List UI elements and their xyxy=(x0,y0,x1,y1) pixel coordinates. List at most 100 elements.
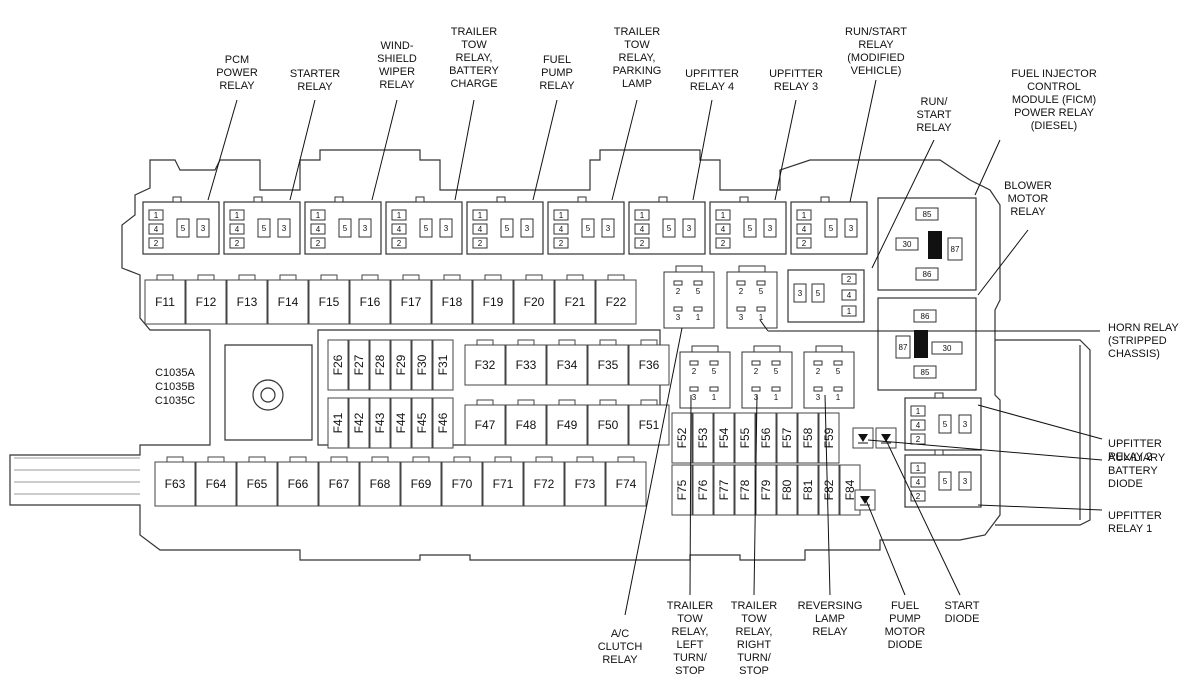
fuse-f67: F67 xyxy=(318,456,360,507)
housing-side-tab xyxy=(995,339,1091,526)
relay-tab xyxy=(172,196,182,203)
fuse-slot xyxy=(154,461,196,507)
fuse-label: F71 xyxy=(493,477,514,491)
fuse-slot xyxy=(587,404,629,446)
fuse-f41: F41 xyxy=(327,397,349,449)
fuse-f32: F32 xyxy=(464,339,506,386)
fuse-clip xyxy=(402,274,420,281)
top-labels-line: RELAY xyxy=(916,122,952,134)
top-labels-line: RUN/ xyxy=(921,96,949,108)
fuse-f14: F14 xyxy=(267,274,309,325)
relay-pin-number: 4 xyxy=(478,225,483,234)
relay-pin xyxy=(910,462,926,474)
mini-relay-pin-number: 2 xyxy=(692,367,697,376)
relay-pin xyxy=(553,223,569,235)
leader-line xyxy=(974,139,1001,196)
bottom-labels-line: A/C xyxy=(611,628,629,640)
fuse-label: F32 xyxy=(475,358,496,372)
relay-pin xyxy=(229,237,245,249)
fuse-f50: F50 xyxy=(587,399,629,446)
relay-pin-number: 1 xyxy=(316,211,321,220)
fuse-clip xyxy=(279,274,297,281)
relay-pin-number: 1 xyxy=(397,211,402,220)
relay-coil xyxy=(928,231,942,259)
mini-relay-pin-number: 3 xyxy=(754,393,759,402)
fuse-label: F65 xyxy=(247,477,268,491)
fuse-label: F15 xyxy=(319,295,340,309)
fuse-f53: F53 xyxy=(692,412,714,464)
relay-pin-number: 4 xyxy=(916,421,921,430)
fuse-f79: F79 xyxy=(755,464,777,516)
relay-pin xyxy=(910,490,926,502)
mini-relay-pin xyxy=(736,280,746,286)
relay-pin-number: 4 xyxy=(154,225,159,234)
leader-line xyxy=(977,504,1103,511)
fuse-f52: F52 xyxy=(671,412,693,464)
fuse-slot xyxy=(595,279,637,325)
relay-pin xyxy=(958,471,972,491)
bottom-labels-line: PUMP xyxy=(889,613,921,625)
relay-tab xyxy=(658,196,668,203)
relay-tab xyxy=(934,449,944,456)
top-labels-line: RUN/START xyxy=(845,26,907,38)
connector-label: C1035C xyxy=(155,395,195,407)
relay-pin-number: 5 xyxy=(586,224,591,233)
top-labels-line: TOW xyxy=(461,39,487,51)
mini-relay-body xyxy=(726,271,778,329)
fuse-label: F64 xyxy=(206,477,227,491)
relay-tab xyxy=(415,196,425,203)
fuse-clip xyxy=(371,456,389,463)
leader-line xyxy=(692,99,713,201)
relay-pin-number: 2 xyxy=(316,239,321,248)
leader-line xyxy=(867,439,1103,461)
fuse-clip xyxy=(166,456,184,463)
mini-relay-pin-number: 3 xyxy=(739,313,744,322)
mini-relay-pin xyxy=(813,386,823,392)
relay-pin xyxy=(796,223,812,235)
diode-symbol xyxy=(881,434,891,442)
fuse-label: F48 xyxy=(516,418,537,432)
relay-pin-number: 1 xyxy=(640,211,645,220)
mini-relay-tab xyxy=(691,345,719,353)
fuse-label: F31 xyxy=(436,354,450,375)
relay-tab xyxy=(820,196,830,203)
fuse-clip xyxy=(320,274,338,281)
fuse-label: F47 xyxy=(475,418,496,432)
relay-pin xyxy=(310,209,326,221)
leader-line xyxy=(759,319,769,332)
fuse-label: F51 xyxy=(639,418,660,432)
fuse-clip xyxy=(248,456,266,463)
top-labels-line: WIND- xyxy=(381,40,414,52)
mini-relay-pin xyxy=(736,306,746,312)
fuse-slot xyxy=(671,464,693,516)
fuse-clip xyxy=(517,399,535,406)
relay-pin-number: 1 xyxy=(235,211,240,220)
connector-label: C1035B xyxy=(155,381,195,393)
relay-pin xyxy=(895,335,911,359)
relay-pin xyxy=(824,218,838,238)
mini-relay-pin xyxy=(833,360,843,366)
fuse-f78: F78 xyxy=(734,464,756,516)
top-labels-line: RELAY, xyxy=(456,52,493,64)
fuse-clip xyxy=(558,399,576,406)
fuse-slot xyxy=(692,464,714,516)
fuse-f66: F66 xyxy=(277,456,319,507)
mini-relay-pin-number: 1 xyxy=(712,393,717,402)
bottom-labels-line: LEFT xyxy=(677,639,704,651)
fuse-label: F84 xyxy=(843,479,857,500)
mini-relay-pin-number: 1 xyxy=(774,393,779,402)
relay-pin xyxy=(310,237,326,249)
relay-pin-number: 5 xyxy=(829,224,834,233)
fuse-clip xyxy=(484,274,502,281)
mini-relay-pin-number: 5 xyxy=(774,367,779,376)
connector-bolt xyxy=(252,379,284,411)
top-labels-line: POWER xyxy=(216,67,258,79)
relay-pin-number: 2 xyxy=(478,239,483,248)
